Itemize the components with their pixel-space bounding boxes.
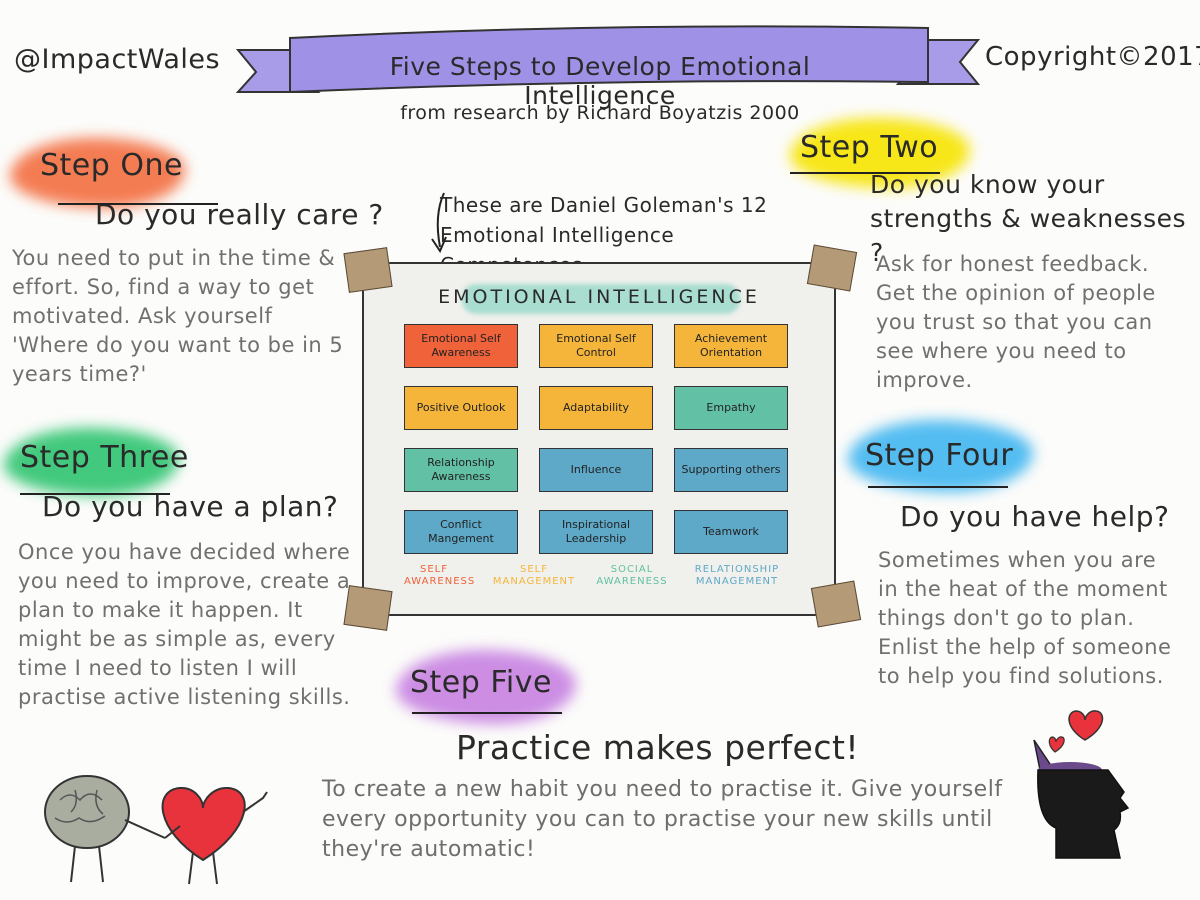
page-title: Five Steps to Develop Emotional Intellig… — [389, 52, 811, 110]
competence-cell: Influence — [539, 448, 653, 492]
heart-icon — [1048, 710, 1104, 753]
tape-bottom-left — [343, 585, 393, 631]
board-title: EMOTIONAL INTELLIGENCE — [438, 286, 760, 308]
step-four-question: Do you have help? — [900, 500, 1170, 533]
legend-self-management: SELF MANAGEMENT — [492, 564, 576, 587]
tape-top-right — [806, 244, 858, 292]
head-silhouette-icon — [1033, 739, 1130, 859]
step-three-underline — [20, 493, 170, 495]
competence-cell: Emotional Self Control — [539, 324, 653, 368]
title-banner-ribbon — [235, 25, 981, 94]
brain-icon — [44, 775, 166, 883]
step-three-splash — [4, 428, 179, 496]
competence-cell: Emotional Self Awareness — [404, 324, 518, 368]
head-with-heart-illustration — [1033, 710, 1130, 859]
step-four-text: Sometimes when you are in the heat of th… — [878, 548, 1172, 688]
step-five-underline — [412, 712, 562, 714]
copyright-notice: Copyright©2017 — [985, 42, 1200, 72]
competence-cell: Positive Outlook — [404, 386, 518, 430]
step-one-underline — [58, 203, 218, 205]
step-three-question: Do you have a plan? — [42, 490, 339, 523]
legend-relationship-management: RELATIONSHIP MANAGEMENT — [694, 564, 780, 587]
legend-social-awareness: SOCIAL AWARENESS — [596, 564, 668, 587]
step-one-splash — [10, 138, 185, 208]
step-three-title: Step Three — [20, 440, 189, 475]
step-two-splash — [790, 118, 970, 188]
step-five-title: Step Five — [410, 665, 552, 700]
brain-and-heart-illustration — [44, 775, 268, 885]
step-four-splash — [848, 420, 1033, 492]
step-one-title: Step One — [40, 148, 183, 183]
step-four-underline — [868, 486, 1008, 488]
legend-self-awareness: SELF AWARENESS — [404, 564, 476, 587]
step-five-splash — [396, 650, 576, 724]
competence-cell: Inspirational Leadership — [539, 510, 653, 554]
arrow-down-icon — [431, 192, 447, 254]
competence-cell: Adaptability — [539, 386, 653, 430]
page-subtitle: from research by Richard Boyatzis 2000 — [400, 102, 800, 124]
step-five-question: Practice makes perfect! — [456, 728, 860, 767]
step-four-title: Step Four — [865, 438, 1014, 473]
heart-icon — [161, 786, 268, 885]
tape-bottom-right — [810, 580, 862, 628]
competence-cell: Supporting others — [674, 448, 788, 492]
step-two-question: Do you know your strengths & weaknesses … — [870, 170, 1187, 267]
step-one-text: You need to put in the time & effort. So… — [12, 246, 344, 386]
twitter-handle: @ImpactWales — [14, 44, 221, 75]
step-two-title: Step Two — [800, 130, 939, 165]
competence-cell: Relationship Awareness — [404, 448, 518, 492]
step-two-text: Ask for honest feedback. Get the opinion… — [876, 252, 1156, 392]
step-five-text: To create a new habit you need to practi… — [322, 777, 1003, 862]
board-title-highlight — [462, 284, 740, 314]
competence-cell: Teamwork — [674, 510, 788, 554]
competence-board: EMOTIONAL INTELLIGENCE Emotional Self Aw… — [362, 262, 836, 616]
competence-cell: Empathy — [674, 386, 788, 430]
competence-cell: Achievement Orientation — [674, 324, 788, 368]
tape-top-left — [343, 247, 393, 293]
competence-cell: Conflict Mangement — [404, 510, 518, 554]
step-two-underline — [790, 172, 940, 174]
step-three-text: Once you have decided where you need to … — [18, 540, 351, 709]
